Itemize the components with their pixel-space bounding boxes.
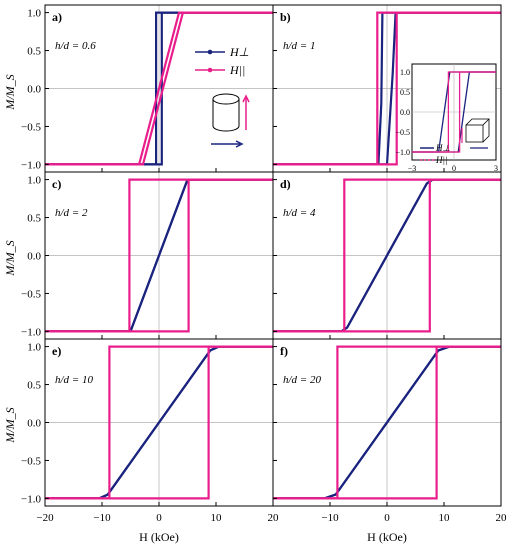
- xtick-label-4-4: 20: [268, 512, 280, 524]
- xlabel-left: H (kOe): [139, 530, 179, 544]
- ytick-label-0-3: −0.5: [21, 121, 41, 133]
- ytick-label-4-2: 0.0: [27, 418, 41, 430]
- xtick-label-4-3: 10: [211, 512, 223, 524]
- inset-legend-par: H||: [435, 155, 447, 165]
- ytick-label-2-0: 1.0: [27, 175, 41, 187]
- ytick-label-0-0: 1.0: [27, 8, 41, 20]
- ylabel-row-3: M/M_S: [3, 407, 17, 443]
- ytick-label-4-3: −0.5: [21, 455, 41, 467]
- annotation-3: h/d = 4: [283, 207, 316, 219]
- xtick-label-5-3: 10: [439, 512, 451, 524]
- ytick-label-0-2: 0.0: [27, 84, 41, 96]
- panel-3: d) h/d = 4: [272, 171, 502, 340]
- legend-panel-a: H⊥ H||: [195, 45, 249, 77]
- annotation-0: h/d = 0.6: [55, 40, 96, 52]
- panel-1: b) h/d = 1 −3 0 3 1.0 0.5 0.0 −0.5 −1.0: [272, 4, 502, 173]
- ytick-label-4-0: 1.0: [27, 342, 41, 354]
- series-par-branch-1-1: [273, 11, 501, 166]
- series-par-branch-1-2: [45, 178, 273, 333]
- panel-label-4: e): [52, 344, 61, 358]
- series-par-branch-1-5: [273, 345, 501, 500]
- panel-label-2: c): [52, 177, 61, 191]
- xtick-label-5-1: −10: [321, 512, 339, 524]
- ytick-label-2-3: −0.5: [21, 288, 41, 300]
- xtick-label-4-2: 0: [156, 512, 162, 524]
- inset-ytick-4: −1.0: [395, 148, 410, 157]
- xlabel-right: H (kOe): [367, 530, 407, 544]
- series-par-branch-1-0: [45, 11, 273, 166]
- inset-legend-perp: H⊥: [435, 143, 450, 153]
- annotation-4: h/d = 10: [55, 374, 93, 386]
- ytick-label-0-4: −1.0: [21, 159, 41, 171]
- inset-ytick-0: 1.0: [400, 68, 410, 77]
- panels-layer: 1.0 0.5 0.0 −0.5 −1.0 a) h/d = 0.6 b) h/d = 1 −3 0…: [21, 4, 508, 524]
- panel-2: 1.0 0.5 0.0 −0.5 −1.0 c) h/d = 2: [21, 171, 274, 340]
- ytick-label-0-1: 0.5: [27, 46, 41, 58]
- panel-5: −10 0 10 20 f) h/d = 20: [272, 338, 508, 524]
- panel-label-1: b): [280, 10, 291, 24]
- series-par-branch-1-inset: [412, 71, 496, 153]
- ytick-label-2-4: −1.0: [21, 326, 41, 338]
- inset-xtick-2: 3: [494, 164, 498, 173]
- ytick-label-2-1: 0.5: [27, 213, 41, 225]
- cube-schematic: [461, 118, 490, 149]
- legend-perp-label: H⊥: [229, 45, 249, 59]
- inset-ytick-2: 0.0: [400, 108, 410, 117]
- ytick-label-2-2: 0.0: [27, 251, 41, 263]
- panel-0: 1.0 0.5 0.0 −0.5 −1.0 a) h/d = 0.6: [21, 4, 274, 173]
- inset-ytick-3: −0.5: [395, 128, 410, 137]
- xtick-label-4-0: −20: [36, 512, 54, 524]
- ytick-label-4-4: −1.0: [21, 493, 41, 505]
- ytick-label-4-1: 0.5: [27, 380, 41, 392]
- xtick-label-5-4: 20: [496, 512, 508, 524]
- series-par-branch-1-3: [273, 178, 501, 333]
- annotation-5: h/d = 20: [283, 374, 321, 386]
- inset-xtick-0: −3: [408, 164, 417, 173]
- ylabel-row-2: M/M_S: [3, 240, 17, 276]
- xtick-label-5-2: 0: [384, 512, 390, 524]
- inset-xtick-1: 0: [452, 164, 456, 173]
- inset-panel-b: −3 0 3 1.0 0.5 0.0 −0.5 −1.0: [395, 63, 498, 173]
- panel-label-3: d): [280, 177, 291, 191]
- annotation-1: h/d = 1: [283, 40, 315, 52]
- inset-ytick-1: 0.5: [400, 88, 410, 97]
- panel-label-0: a): [52, 10, 62, 24]
- panel-4: −20 −10 0 10 20 1.0 0.5 0.0 −0.5 −1.0 e) h/d = 10: [21, 338, 280, 524]
- panel-label-5: f): [280, 344, 288, 358]
- ylabel-row-1: M/M_S: [3, 74, 17, 110]
- legend-par-label: H||: [229, 63, 245, 77]
- series-par-branch-1-4: [45, 345, 273, 500]
- cylinder-schematic: [211, 93, 250, 148]
- xtick-label-4-1: −10: [93, 512, 111, 524]
- annotation-2: h/d = 2: [55, 207, 88, 219]
- inset-legend: H⊥ H||: [420, 143, 450, 165]
